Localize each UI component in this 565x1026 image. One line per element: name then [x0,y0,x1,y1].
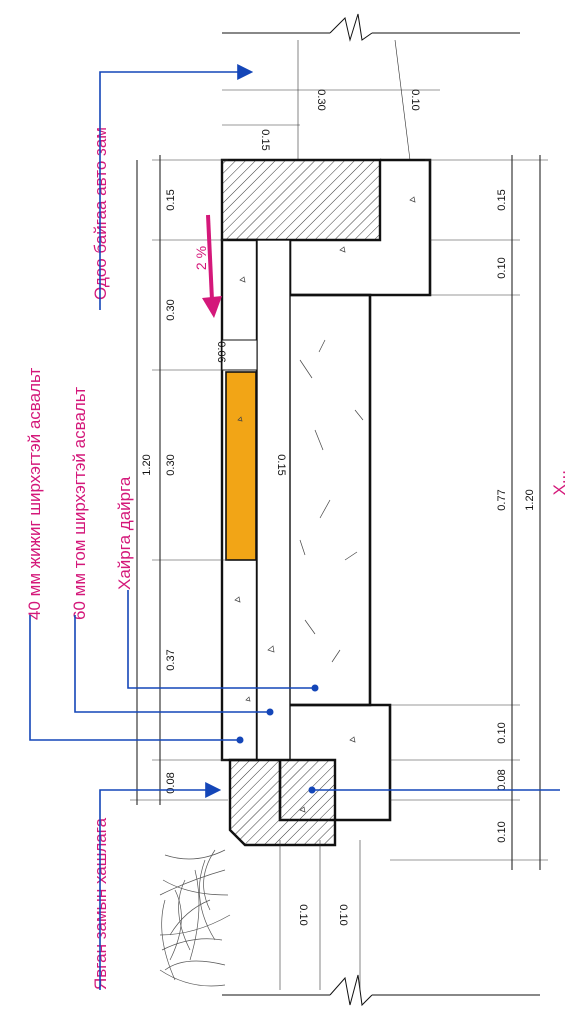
highlight-block [225,371,257,561]
dim-bottom-0: 0.10 [297,904,309,925]
dim-inner-1: 0.15 [275,454,287,475]
annotations: 40 мм жижиг ширхэгтэй асвальт 60 мм том … [25,127,565,990]
grass-sketch [159,849,231,987]
leader-lines [29,64,560,990]
dim-top-1: 0.10 [409,89,421,110]
dim-left-2: 0.30 [165,454,177,475]
sidewalk-structure [220,158,432,847]
dim-left-0: 0.08 [165,772,177,793]
road-curb-hatched [220,158,382,242]
dim-left-4: 0.15 [165,189,177,210]
dim-right-0: 0.10 [496,821,508,842]
label-partial-right: Х... [550,470,565,496]
footpath-curb-hatched [228,758,337,847]
dimensions-left [130,155,228,805]
slope-label: 2 % [193,246,209,270]
dim-top-0: 0.30 [315,89,327,110]
dim-right-3: 0.77 [496,489,508,510]
dim-top-2: 0.15 [259,129,271,150]
label-gravel: Хайрга дайрга [115,476,134,590]
existing-road-section [222,13,520,161]
label-bottom-asphalt: 60 мм том ширхэгтэй асвальт [70,387,89,620]
dim-left-1: 0.37 [165,649,177,670]
dim-bottom-1: 0.10 [337,904,349,925]
dim-right-1: 0.08 [496,769,508,790]
dim-right-5: 0.15 [496,189,508,210]
dim-right-4: 0.10 [496,257,508,278]
dimension-labels: 0.08 0.37 0.30 0.30 0.15 1.20 0.10 0.08 … [141,89,536,925]
footpath-section [159,840,540,1007]
dim-right-total: 1.20 [524,489,536,510]
dim-right-2: 0.10 [496,722,508,743]
label-top-asphalt: 40 мм жижиг ширхэгтэй асвальт [25,367,44,620]
slope-arrow: 2 % [193,214,222,318]
dim-inner-0: 0.06 [215,341,227,362]
dimensions-right [390,155,548,870]
dim-left-total: 1.20 [141,454,153,475]
dim-left-3: 0.30 [165,299,177,320]
